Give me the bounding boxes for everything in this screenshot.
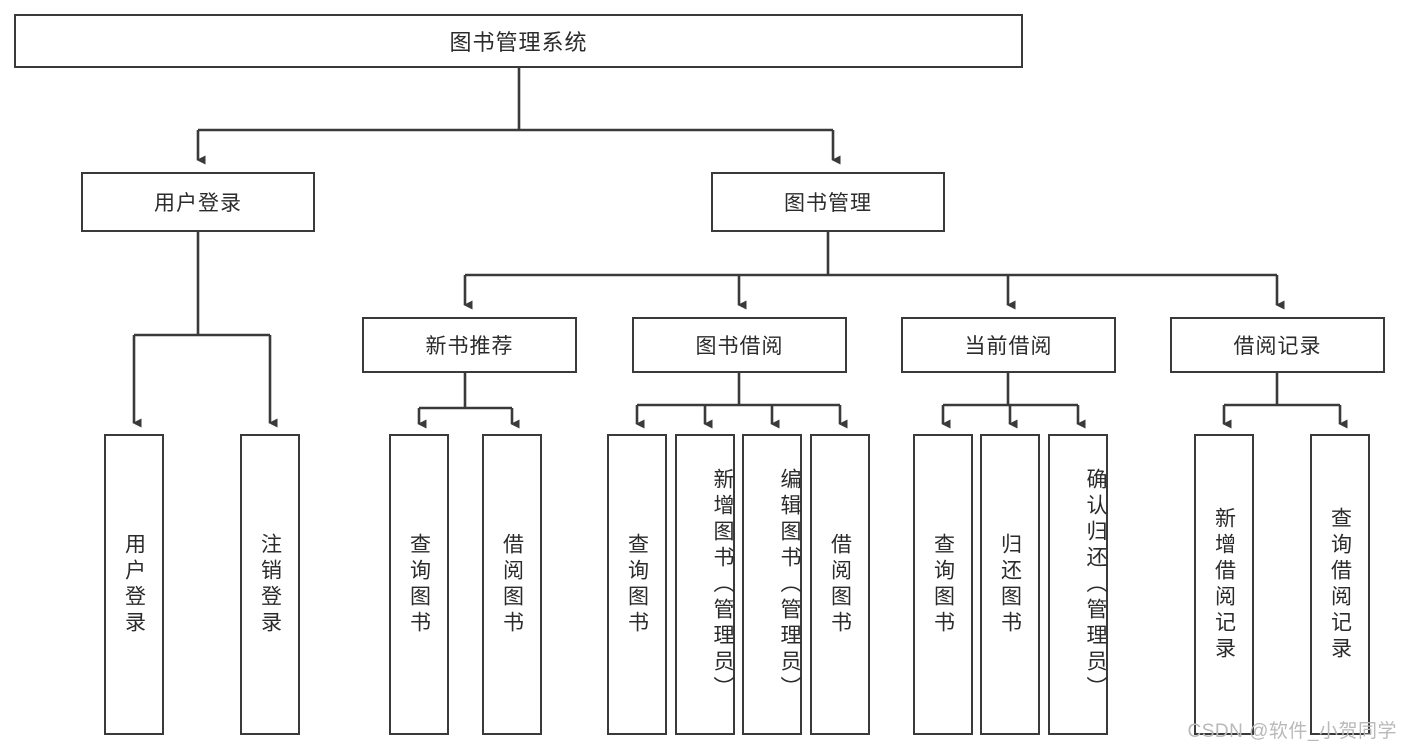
- leaf-add-borrow-record[interactable]: 新增借阅记录: [1194, 434, 1254, 735]
- node-book-borrow[interactable]: 图书借阅: [632, 317, 847, 373]
- node-root-book-management-system[interactable]: 图书管理系统: [14, 14, 1023, 68]
- watermark-text: CSDN @软件_小贺同学: [1187, 721, 1397, 742]
- leaf-query-book-recommend[interactable]: 查询图书: [389, 434, 449, 735]
- leaf-add-book-admin[interactable]: 新增图书（管理员）: [675, 434, 735, 735]
- leaf-user-login[interactable]: 用户登录: [104, 434, 164, 735]
- node-book-management[interactable]: 图书管理: [711, 172, 945, 232]
- leaf-return-book[interactable]: 归还图书: [980, 434, 1040, 735]
- leaf-query-book-borrow[interactable]: 查询图书: [607, 434, 667, 735]
- leaf-confirm-return-admin[interactable]: 确认归还（管理员）: [1048, 434, 1108, 735]
- leaf-query-borrow-record[interactable]: 查询借阅记录: [1310, 434, 1370, 735]
- node-user-login[interactable]: 用户登录: [81, 172, 315, 232]
- leaf-edit-book-admin[interactable]: 编辑图书（管理员）: [742, 434, 802, 735]
- leaf-logout[interactable]: 注销登录: [240, 434, 300, 735]
- leaf-borrow-book[interactable]: 借阅图书: [810, 434, 870, 735]
- node-current-borrow[interactable]: 当前借阅: [901, 317, 1116, 373]
- leaf-query-book-current[interactable]: 查询图书: [913, 434, 973, 735]
- node-borrow-record[interactable]: 借阅记录: [1170, 317, 1385, 373]
- node-new-book-recommend[interactable]: 新书推荐: [362, 317, 577, 373]
- leaf-borrow-book-recommend[interactable]: 借阅图书: [482, 434, 542, 735]
